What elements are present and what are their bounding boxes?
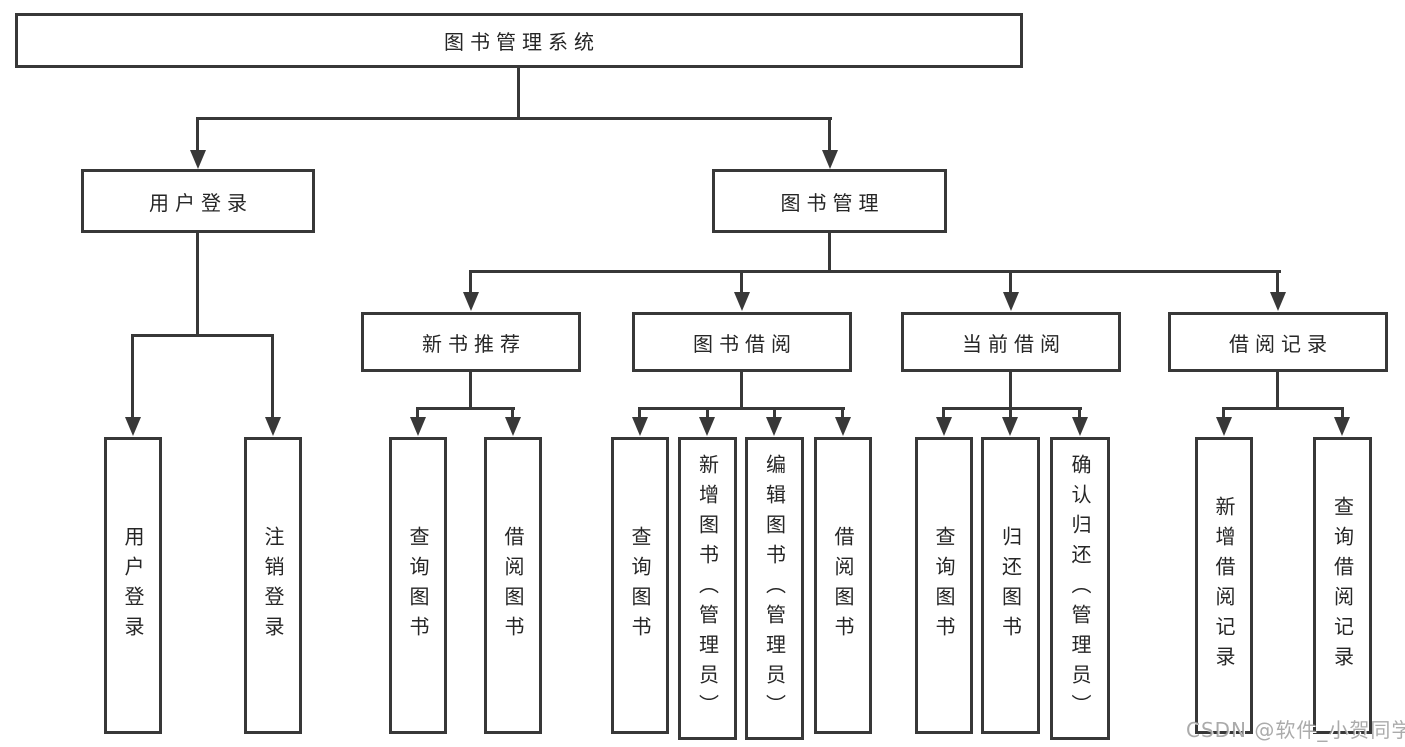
node-new-book-recommend: 新书推荐 xyxy=(361,312,581,372)
node-current-borrowing: 当前借阅 xyxy=(901,312,1121,372)
connector-root-stem xyxy=(517,68,520,120)
leaf-edit-book-admin: 编辑图书（管理员） xyxy=(745,437,804,740)
connector-bookmgmt-stem xyxy=(828,233,831,270)
connector-to-records xyxy=(1276,270,1279,293)
connector-leaf-drop xyxy=(1078,407,1081,417)
arrow-down-icon xyxy=(410,417,426,436)
arrow-down-icon xyxy=(766,417,782,436)
arrow-down-icon xyxy=(125,417,141,436)
leaf-user-login: 用户登录 xyxy=(104,437,162,734)
connector-leaf-drop xyxy=(942,407,945,417)
connector-borrowing-stem xyxy=(740,372,743,407)
connector-leaf-drop xyxy=(706,407,709,417)
arrow-down-icon xyxy=(190,150,206,169)
arrow-down-icon xyxy=(1270,292,1286,311)
leaf-query-books-borrowing: 查询图书 xyxy=(611,437,669,734)
arrow-down-icon xyxy=(505,417,521,436)
node-user-login: 用户登录 xyxy=(81,169,315,233)
connector-records-stem xyxy=(1276,372,1279,407)
connector-leaf-drop xyxy=(1341,407,1344,417)
connector-to-current xyxy=(1009,270,1012,293)
arrow-down-icon xyxy=(936,417,952,436)
node-book-borrowing: 图书借阅 xyxy=(632,312,852,372)
leaf-logout: 注销登录 xyxy=(244,437,302,734)
connector-bookmgmt-bracket xyxy=(469,270,1281,273)
arrow-down-icon xyxy=(1072,417,1088,436)
connector-leaf-drop xyxy=(416,407,419,417)
arrow-down-icon xyxy=(734,292,750,311)
connector-to-book-mgmt xyxy=(828,117,831,151)
arrow-down-icon xyxy=(463,292,479,311)
connector-userlogin-bracket xyxy=(131,334,274,337)
connector-current-stem xyxy=(1009,372,1012,407)
arrow-down-icon xyxy=(822,150,838,169)
arrow-down-icon xyxy=(1216,417,1232,436)
connector-to-user-login xyxy=(196,117,199,151)
connector-leaf-drop xyxy=(773,407,776,417)
connector-to-new-books xyxy=(469,270,472,293)
connector-current-bracket xyxy=(942,407,1082,410)
arrow-down-icon xyxy=(1334,417,1350,436)
connector-to-leaf-logout xyxy=(271,334,274,418)
connector-leaf-drop xyxy=(841,407,844,417)
connector-to-borrowing xyxy=(740,270,743,293)
connector-userlogin-stem xyxy=(196,233,199,334)
connector-records-bracket xyxy=(1222,407,1344,410)
leaf-query-books-current: 查询图书 xyxy=(915,437,973,734)
connector-leaf-drop xyxy=(638,407,641,417)
arrow-down-icon xyxy=(1003,292,1019,311)
arrow-down-icon xyxy=(265,417,281,436)
leaf-add-book-admin: 新增图书（管理员） xyxy=(678,437,737,740)
connector-leaf-drop xyxy=(1009,407,1012,417)
connector-newbooks-bracket xyxy=(416,407,515,410)
connector-borrowing-bracket xyxy=(638,407,845,410)
connector-root-bracket xyxy=(196,117,832,120)
arrow-down-icon xyxy=(835,417,851,436)
leaf-confirm-return-admin: 确认归还（管理员） xyxy=(1050,437,1110,740)
arrow-down-icon xyxy=(632,417,648,436)
leaf-borrow-books-borrowing: 借阅图书 xyxy=(814,437,872,734)
connector-leaf-drop xyxy=(1222,407,1225,417)
csdn-watermark: CSDN @软件_小贺同学 xyxy=(1186,718,1405,742)
leaf-borrow-books-newbooks: 借阅图书 xyxy=(484,437,542,734)
node-borrowing-records: 借阅记录 xyxy=(1168,312,1388,372)
leaf-return-book: 归还图书 xyxy=(981,437,1040,734)
leaf-query-borrow-record: 查询借阅记录 xyxy=(1313,437,1372,734)
node-book-management: 图书管理 xyxy=(712,169,947,233)
arrow-down-icon xyxy=(699,417,715,436)
arrow-down-icon xyxy=(1002,417,1018,436)
leaf-query-books-newbooks: 查询图书 xyxy=(389,437,447,734)
connector-newbooks-stem xyxy=(469,372,472,407)
node-root: 图书管理系统 xyxy=(15,13,1023,68)
leaf-add-borrow-record: 新增借阅记录 xyxy=(1195,437,1253,734)
connector-to-leaf-login xyxy=(131,334,134,418)
connector-leaf-drop xyxy=(511,407,514,417)
